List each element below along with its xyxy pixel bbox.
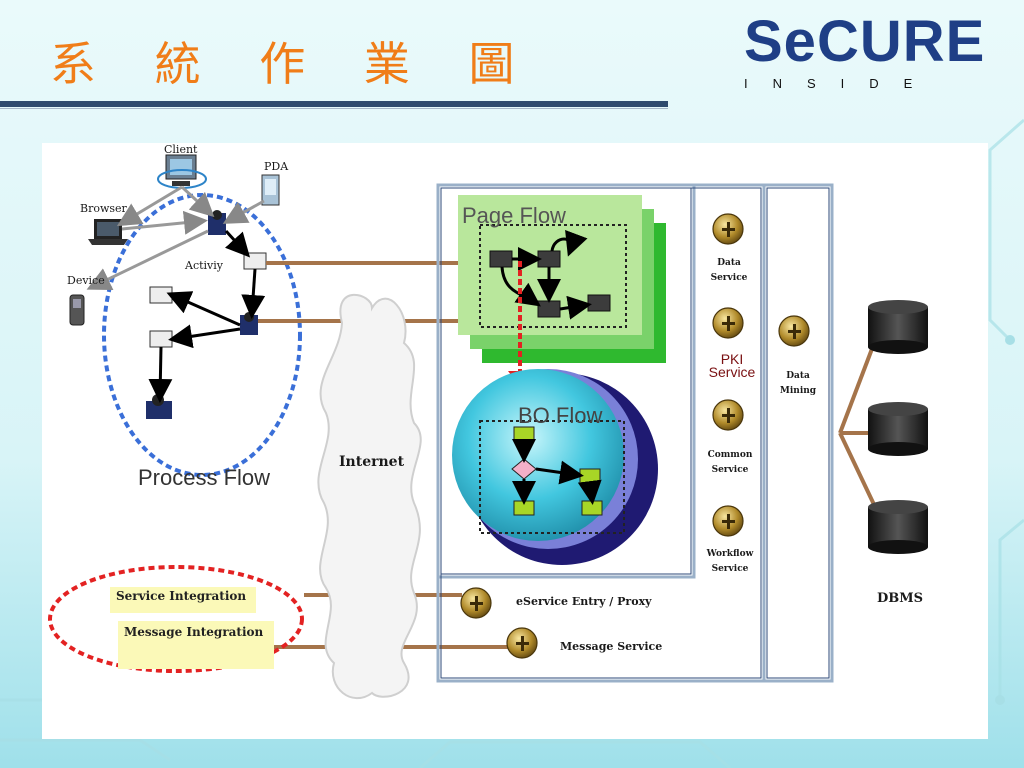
message-integration-box: Message Integration: [118, 621, 274, 669]
data-mining-label: Data Mining: [779, 371, 817, 396]
slide-title: 系 統 作 業 圖: [50, 37, 537, 91]
dbms-cylinder-3: [868, 500, 928, 554]
browser-label: Browser: [80, 202, 127, 215]
service-integration-box: Service Integration: [110, 587, 256, 613]
activity-label: Activiy: [185, 259, 223, 272]
internet-label: Internet: [339, 454, 405, 470]
page-flow-nodes: [489, 250, 611, 318]
pda-label: PDA: [264, 160, 289, 173]
common-service-icon: [712, 399, 744, 431]
data-mining-icon: [778, 315, 810, 347]
logo-wordmark: SeCURE: [744, 9, 986, 74]
browser-laptop-icon: [88, 219, 128, 245]
page-flow-label: Page Flow: [462, 203, 566, 228]
process-flow-label: Process Flow: [138, 465, 271, 490]
data-service-label: Data Service: [710, 258, 748, 283]
device-phone-icon: [69, 294, 85, 326]
actor-icon-bottom: [146, 394, 172, 419]
logo-subtitle: INSIDE: [744, 76, 938, 91]
system-diagram: Client PDA Browser Device Activiy Proces…: [42, 143, 988, 739]
message-service-label: Message Service: [560, 640, 663, 653]
activity-node-1: [243, 252, 267, 270]
dbms-cylinder-1: [868, 300, 928, 354]
bo-flow-inner-box: [479, 420, 625, 534]
dbms-cylinder-2: [868, 402, 928, 456]
eservice-entry-icon: [460, 587, 492, 619]
pki-service-icon: [712, 307, 744, 339]
client-label: Client: [164, 143, 198, 156]
workflow-service-icon: [712, 505, 744, 537]
title-underline-thin: [0, 108, 668, 109]
eservice-entry-label: eService Entry / Proxy: [516, 595, 652, 608]
workflow-service-label: Workflow Service: [706, 549, 754, 574]
pda-icon: [261, 174, 280, 206]
bo-flow-arrows: [512, 439, 602, 505]
data-service-icon: [712, 213, 744, 245]
client-links: [86, 185, 265, 290]
page-flow-inner-box: [479, 224, 627, 328]
title-underline: [0, 101, 668, 107]
client-computer-icon: [157, 154, 207, 189]
mining-frame: [762, 183, 834, 683]
page-flow-arrows: [500, 229, 592, 320]
activity-links: [148, 229, 266, 403]
actor-icon-middle: [240, 312, 258, 335]
common-service-label: Common Service: [707, 450, 753, 475]
activity-node-3: [149, 330, 173, 348]
internet-cloud: [317, 293, 422, 700]
actor-icon-top: [208, 210, 226, 235]
secure-inside-logo: SeCURE INSIDE: [744, 8, 1004, 98]
message-service-icon: [506, 627, 538, 659]
diagram-graphics: [48, 154, 928, 700]
device-label: Device: [67, 274, 105, 287]
activity-node-2: [149, 286, 173, 304]
bo-flow-label: BO Flow: [518, 403, 603, 428]
pki-service-label: PKI Service: [708, 351, 756, 380]
integration-ellipse: [48, 565, 304, 673]
dbms-label: DBMS: [877, 591, 924, 606]
